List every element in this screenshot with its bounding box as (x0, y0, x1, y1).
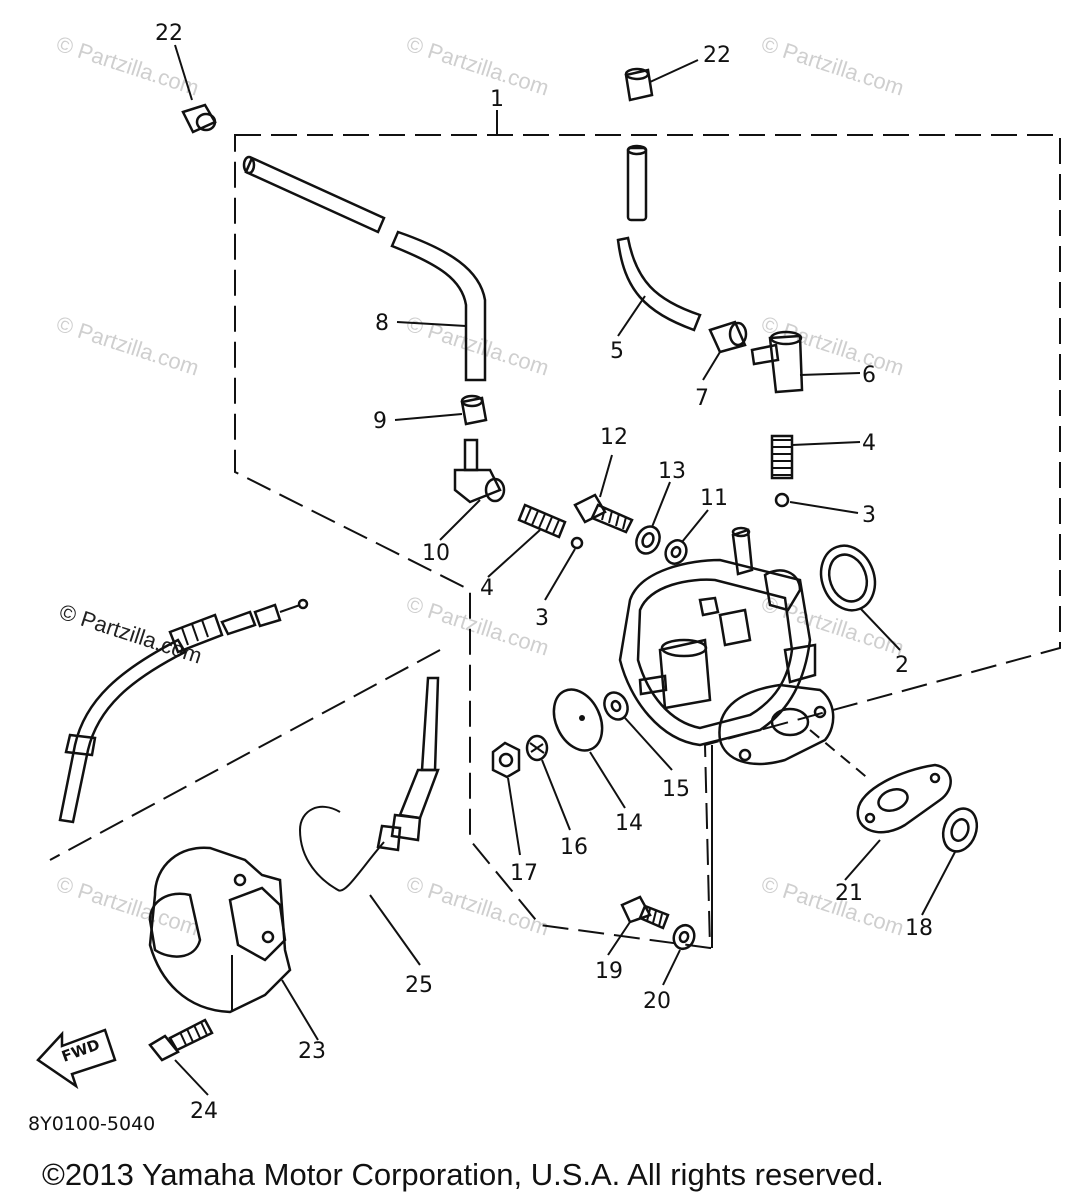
diagram-code: 8Y0100-5040 (28, 1113, 155, 1135)
watermark-prominent: © Partzilla.com (56, 599, 205, 669)
label-20: 20 (643, 989, 671, 1014)
label-13: 13 (658, 459, 686, 484)
part-17-nut (491, 741, 521, 856)
label-4: 4 (480, 576, 494, 601)
watermark: © Partzilla.com (403, 31, 552, 101)
watermark: © Partzilla.com (758, 871, 907, 941)
label-19: 19 (595, 959, 623, 984)
label-7: 7 (695, 386, 709, 411)
part-9-clip (394, 394, 488, 426)
label-17: 17 (510, 861, 538, 886)
part-22-nut-left (174, 44, 217, 134)
part-19-bolt (607, 895, 670, 956)
label-9: 9 (373, 409, 387, 434)
part-10-elbow (439, 438, 506, 541)
part-4-spring-left (487, 503, 567, 578)
part-12-bolt (573, 454, 634, 534)
part-3-ball-right (774, 492, 859, 514)
label-11: 11 (700, 486, 728, 511)
watermark: © Partzilla.com (758, 311, 907, 381)
label-15: 15 (662, 777, 690, 802)
part-7-clip (702, 320, 748, 381)
part-22-nut-right (624, 59, 699, 102)
part-16-washer (525, 734, 571, 831)
assembly-boundary (234, 134, 1061, 950)
part-25-cable (298, 676, 440, 966)
label-6: 6 (862, 363, 876, 388)
watermark-group: © Partzilla.com © Partzilla.com © Partzi… (53, 31, 907, 941)
part-15-washer (603, 691, 673, 771)
watermark: © Partzilla.com (53, 871, 202, 941)
watermark: © Partzilla.com (403, 591, 552, 661)
label-14: 14 (615, 811, 643, 836)
leader-21-dashed (809, 729, 871, 781)
part-14-plate (552, 688, 626, 809)
watermark: © Partzilla.com (758, 31, 907, 101)
part-2-seal (819, 544, 901, 651)
label-5: 5 (610, 339, 624, 364)
label-25: 25 (405, 973, 433, 998)
fwd-label: FWD (59, 1035, 102, 1065)
label-3: 3 (535, 606, 549, 631)
part-8-hose (242, 155, 487, 382)
part-21-gasket (844, 763, 952, 881)
label-23: 23 (298, 1039, 326, 1064)
label-10: 10 (422, 541, 450, 566)
part-6-elbow (750, 330, 861, 394)
label-22: 22 (703, 43, 731, 68)
part-5-hose (616, 144, 702, 337)
part-labels: 22 22 1 8 5 6 7 9 12 4 13 11 3 10 4 3 2 … (155, 21, 933, 1124)
label-2: 2 (895, 653, 909, 678)
label-18: 18 (905, 916, 933, 941)
part-4-spring-right (770, 434, 861, 480)
part-18-seal (921, 807, 979, 916)
forward-arrow-icon: FWD (36, 1028, 117, 1090)
watermark: © Partzilla.com (403, 311, 552, 381)
part-23-cover (148, 846, 319, 1041)
part-3-ball-left (544, 536, 584, 601)
part-24-bolt (148, 1018, 214, 1096)
label-24: 24 (190, 1099, 218, 1124)
assembly-boundary-link (49, 649, 441, 861)
label-8: 8 (375, 311, 389, 336)
label-21: 21 (835, 881, 863, 906)
label-22: 22 (155, 21, 183, 46)
label-1: 1 (490, 87, 504, 112)
label-4: 4 (862, 431, 876, 456)
label-3: 3 (862, 503, 876, 528)
part-13-washer (635, 481, 671, 555)
label-16: 16 (560, 835, 588, 860)
part-11-washer (664, 509, 709, 565)
label-12: 12 (600, 425, 628, 450)
oil-pump-body (618, 526, 835, 948)
part-20-washer (662, 923, 696, 986)
watermark: © Partzilla.com (53, 311, 202, 381)
copyright-notice: ©2013 Yamaha Motor Corporation, U.S.A. A… (42, 1157, 884, 1192)
cable-assembly (58, 598, 309, 824)
